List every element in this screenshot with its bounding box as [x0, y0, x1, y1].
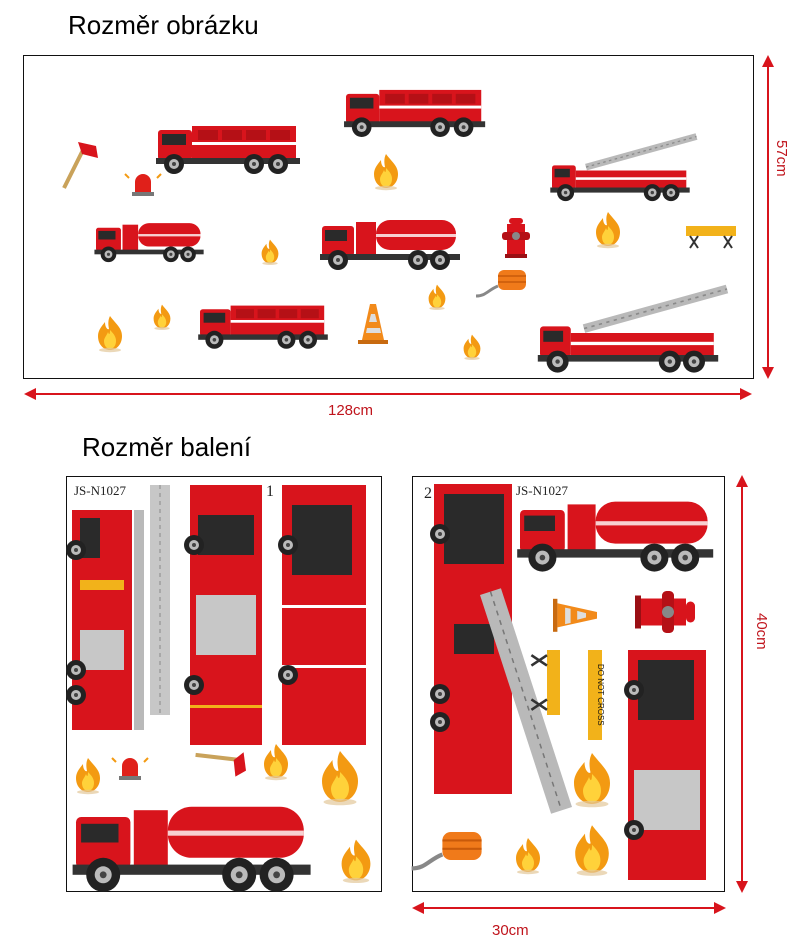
rescue-truck-sticker [198, 306, 328, 349]
flame-sticker [374, 154, 398, 191]
axe-sticker [62, 140, 100, 190]
preview-stickers [62, 90, 737, 373]
tanker-truck-sticker [517, 502, 713, 572]
tanker-truck-sticker [320, 220, 460, 270]
flame-sticker [575, 825, 609, 876]
flame-sticker [98, 316, 122, 353]
cone-sticker [358, 304, 388, 344]
flame-sticker [463, 334, 481, 360]
flame-sticker [264, 744, 288, 781]
flame-sticker [261, 239, 279, 265]
cone-sticker [553, 598, 597, 632]
package-width-label: 30cm [492, 922, 529, 939]
sign-text: DO NOT CROSS [596, 664, 605, 726]
flame-sticker [428, 284, 446, 310]
flame-sticker [76, 758, 100, 795]
flame-sticker [516, 838, 540, 875]
sheet-1-code: JS-N1027 [74, 483, 127, 498]
hydrant-sticker [502, 218, 530, 258]
aerial-ladder-truck-sticker [550, 137, 696, 202]
sheet-1-number: 1 [266, 483, 274, 500]
flame-sticker [322, 751, 358, 806]
flame-sticker [574, 753, 610, 808]
fire-engine-sticker [344, 90, 485, 137]
beacon-sticker [111, 757, 149, 781]
flame-sticker [153, 304, 171, 330]
sheet-1-stickers [66, 485, 371, 892]
flame-sticker [341, 839, 371, 884]
package-width-arrow [412, 902, 726, 914]
image-size-heading: Rozměr obrázku [68, 10, 259, 40]
beacon-sticker [124, 173, 162, 197]
fire-engine-sticker [156, 126, 300, 174]
package-height-arrow [736, 475, 748, 893]
axe-sticker [193, 737, 253, 789]
sheet-2-stickers: DO NOT CROSS [412, 484, 714, 880]
image-height-arrow [762, 55, 774, 379]
image-width-label: 128cm [328, 402, 374, 419]
tanker-truck-sticker [73, 807, 311, 892]
tanker-truck-sticker [94, 223, 203, 262]
package-size-heading: Rozměr balení [82, 432, 252, 462]
barrier-sticker [685, 225, 737, 249]
image-width-arrow [24, 388, 752, 400]
hose-reel-sticker [474, 268, 528, 298]
hydrant-sticker [635, 591, 695, 633]
flame-sticker [596, 212, 620, 249]
hose-reel-sticker [412, 832, 482, 868]
ladder-truck-sticker [538, 289, 727, 373]
sheet-2-code: JS-N1027 [516, 483, 569, 498]
sheet-2-number: 2 [424, 485, 432, 502]
